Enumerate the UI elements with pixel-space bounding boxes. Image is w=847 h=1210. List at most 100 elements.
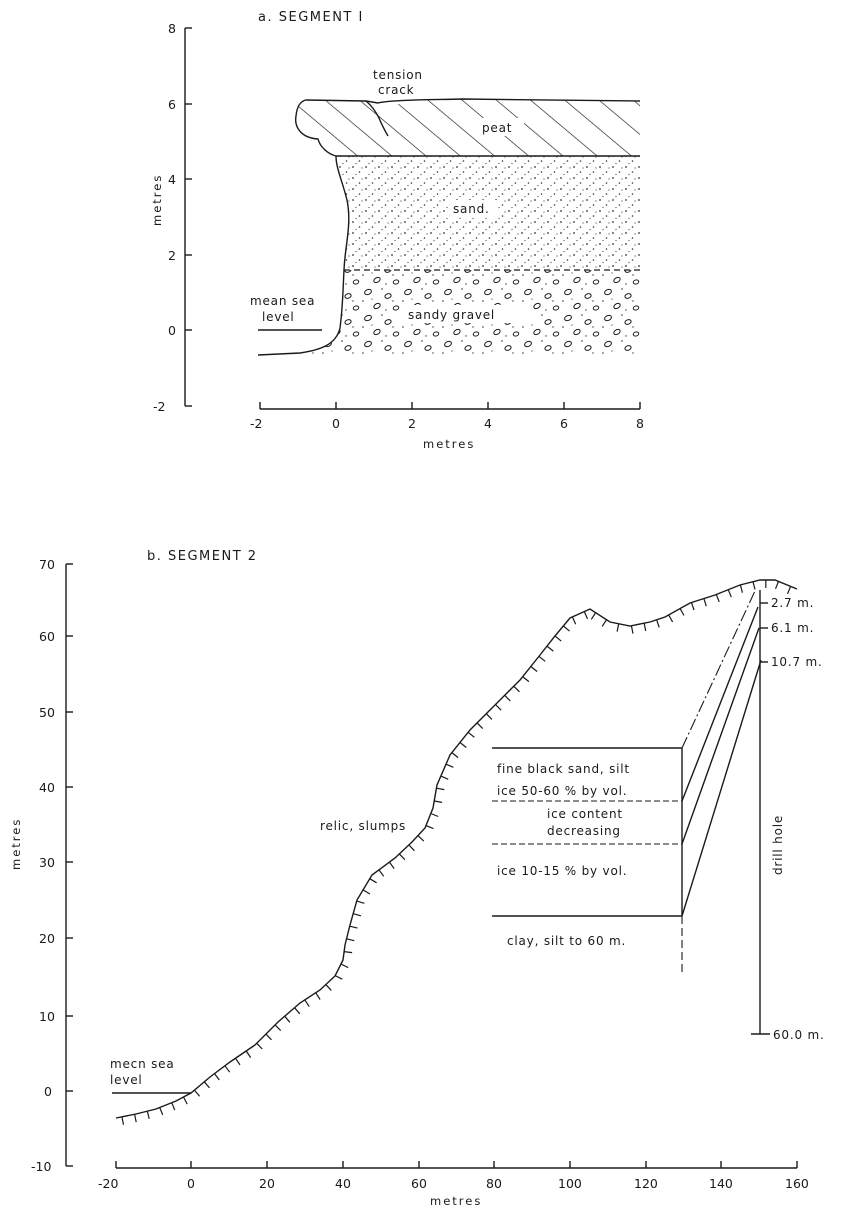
hachure-mark xyxy=(340,963,349,969)
hachure-mark xyxy=(467,731,475,738)
s1-xtick-2: 2 xyxy=(408,416,416,431)
hachure-mark xyxy=(265,1033,272,1041)
segment-1-title: a. SEGMENT I xyxy=(258,10,364,25)
s2-xtick-60: 60 xyxy=(411,1176,427,1191)
hachure-mark xyxy=(159,1107,164,1116)
hachure-mark xyxy=(538,655,546,662)
s2-ytick-50: 50 xyxy=(39,705,55,720)
hachure-mark xyxy=(643,623,647,632)
hachure-mark xyxy=(571,616,577,625)
hachure-mark xyxy=(121,1116,125,1125)
s2-ytick-70: 70 xyxy=(39,557,55,572)
segment-1-x-label: metres xyxy=(423,437,475,451)
correlation-line-60 xyxy=(681,659,762,917)
layer-label-3b: decreasing xyxy=(547,824,621,838)
layer-label-4: ice 10-15 % by vol. xyxy=(497,864,627,878)
s2-ytick-30: 30 xyxy=(39,855,55,870)
hachure-mark xyxy=(349,925,358,929)
hachure-mark xyxy=(430,812,439,818)
layer-label-1: fine black sand, silt xyxy=(497,762,630,776)
s1-ytick-6: 6 xyxy=(168,97,176,112)
hachure-mark xyxy=(554,635,562,642)
sand-label-bg xyxy=(450,200,498,217)
hachure-mark xyxy=(522,676,530,683)
hachure-mark xyxy=(134,1114,137,1123)
s2-mean-sea-label-1: mecn sea xyxy=(110,1057,174,1071)
hachure-mark xyxy=(356,900,365,904)
sand-label: sand. xyxy=(453,202,490,216)
drill-hole: 2.7 m. 6.1 m. 10.7 m. 60.0 m. drill hole xyxy=(751,590,825,1042)
hachure-mark xyxy=(224,1065,231,1073)
layer-label-3a: ice content xyxy=(547,807,623,821)
s1-ytick-0: 0 xyxy=(168,323,176,338)
segment-2-y-label: metres xyxy=(9,818,23,870)
segment-2-y-ticks xyxy=(66,563,73,1167)
surface-hachures xyxy=(121,580,792,1125)
s2-xtick-0: 0 xyxy=(187,1176,195,1191)
hachure-mark xyxy=(715,594,720,603)
s2-ytick-10: 10 xyxy=(39,1009,55,1024)
drill-hole-label: drill hole xyxy=(771,815,785,875)
hachure-mark xyxy=(752,581,756,590)
segment-2-diagram: b. SEGMENT 2 70 60 50 40 30 20 10 0 -10 … xyxy=(9,549,825,1208)
s2-ytick-40: 40 xyxy=(39,780,55,795)
segment-1-y-ticks xyxy=(185,27,192,407)
s2-mean-sea-label-2: level xyxy=(110,1073,143,1087)
tension-crack xyxy=(365,100,389,137)
hachure-mark xyxy=(583,611,589,620)
hachure-mark xyxy=(739,584,743,593)
correlation-line-6-1 xyxy=(681,606,759,802)
hachure-mark xyxy=(703,598,707,607)
s2-ytick-20: 20 xyxy=(39,931,55,946)
hachure-mark xyxy=(214,1073,220,1081)
strata-log: fine black sand, silt ice 50-60 % by vol… xyxy=(492,747,683,976)
hachure-mark xyxy=(353,913,362,917)
s1-xtick-8: 8 xyxy=(636,416,644,431)
hachure-mark xyxy=(656,619,660,628)
hachure-mark xyxy=(398,853,406,861)
s2-xtick-160: 160 xyxy=(785,1176,809,1191)
s2-xtick-80: 80 xyxy=(486,1176,502,1191)
segment-1-x-ticks xyxy=(259,402,641,409)
hachure-mark xyxy=(378,869,385,877)
s1-xtick-4: 4 xyxy=(484,416,492,431)
tension-crack-label-1: tension xyxy=(373,68,423,82)
depth-label-60: 60.0 m. xyxy=(773,1028,825,1042)
depth-label-2-7: 2.7 m. xyxy=(771,596,814,610)
s1-mean-sea-label-2: level xyxy=(262,310,295,324)
sandy-gravel-label: sandy gravel xyxy=(408,308,495,322)
hachure-mark xyxy=(171,1102,176,1111)
hachure-mark xyxy=(294,1007,301,1015)
hachure-mark xyxy=(601,619,608,627)
s1-ytick-4: 4 xyxy=(168,172,176,187)
hachure-mark xyxy=(388,861,395,869)
s2-xtick-120: 120 xyxy=(634,1176,658,1191)
hachure-mark xyxy=(774,581,780,590)
correlation-line-10-7 xyxy=(681,627,760,845)
hachure-mark xyxy=(786,586,792,595)
s2-xtick-minus20: -20 xyxy=(98,1176,118,1191)
segment-2-x-label: metres xyxy=(430,1194,482,1208)
hachure-mark xyxy=(315,992,321,1000)
hachure-mark xyxy=(727,589,732,598)
hachure-mark xyxy=(182,1096,188,1105)
peat-label-bg xyxy=(478,118,524,136)
hachure-mark xyxy=(495,704,502,711)
hachure-mark xyxy=(445,763,454,768)
hachure-mark xyxy=(203,1081,210,1089)
hachure-mark xyxy=(284,1015,291,1023)
hachure-mark xyxy=(668,614,674,623)
hachure-mark xyxy=(563,625,570,632)
s1-ytick-8: 8 xyxy=(168,21,176,36)
hachure-mark xyxy=(451,752,459,759)
peat-layer xyxy=(295,99,640,156)
hachure-mark xyxy=(504,694,511,702)
s1-ytick-2: 2 xyxy=(168,248,176,263)
s2-xtick-40: 40 xyxy=(335,1176,351,1191)
tension-crack-label-2: crack xyxy=(378,83,414,97)
s1-xtick-0: 0 xyxy=(332,416,340,431)
segment-1-cliff-profile xyxy=(257,98,641,356)
correlation-line-2-7 xyxy=(681,590,756,749)
segment-1-y-label: metres xyxy=(150,174,164,226)
